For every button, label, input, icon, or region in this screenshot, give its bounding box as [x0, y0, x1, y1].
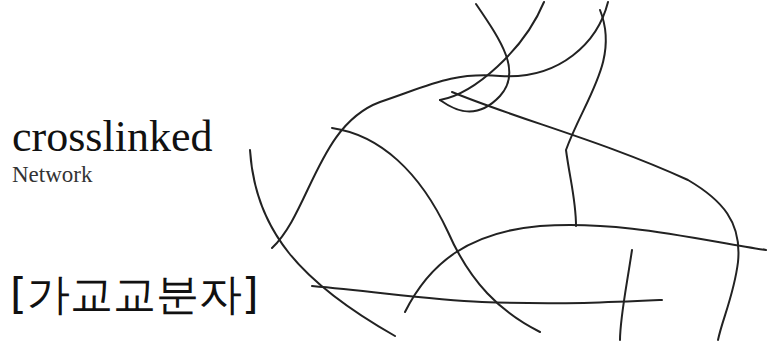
title-text: crosslinked [12, 112, 212, 163]
polymer-chain [312, 286, 662, 303]
polymer-chain [440, 2, 544, 100]
korean-label: [가교교분자] [10, 270, 259, 320]
polymer-chain [452, 92, 739, 340]
polymer-chain [250, 150, 395, 336]
polymer-chain [566, 10, 606, 226]
polymer-chain [272, 2, 608, 248]
polymer-chain [440, 4, 509, 112]
subtitle-text: Network [12, 162, 92, 188]
polymer-chain [405, 225, 766, 312]
polymer-chain [620, 250, 632, 340]
